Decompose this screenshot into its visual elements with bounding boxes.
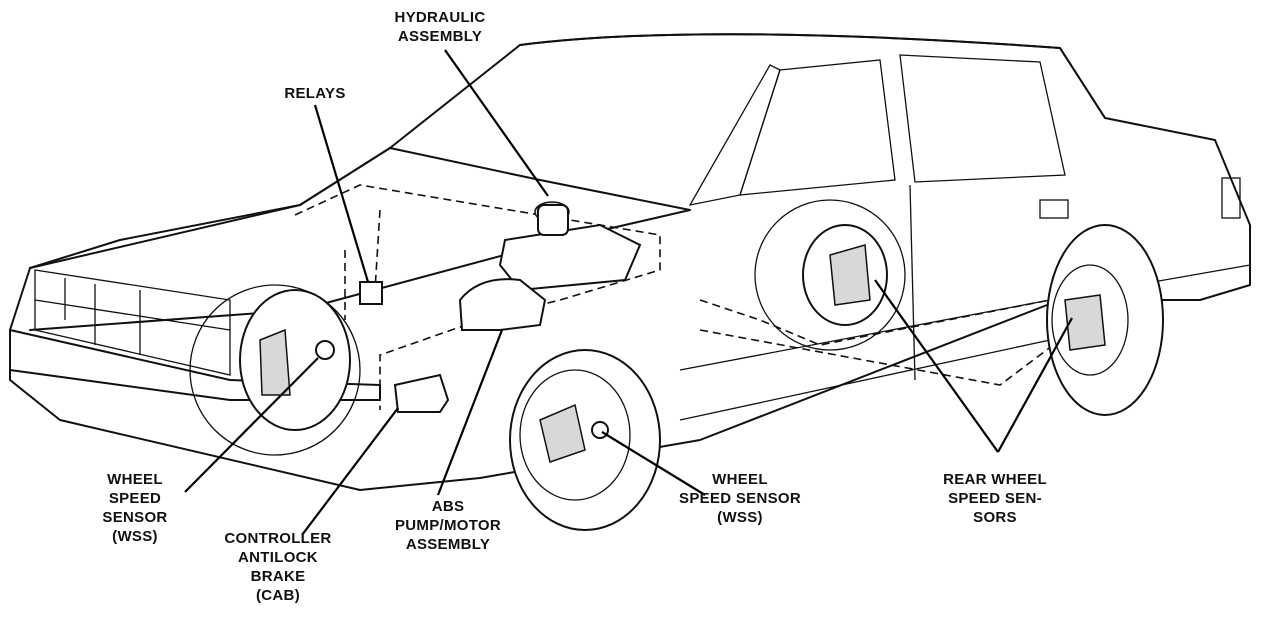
label-wheel-speed-sensor-right: WHEEL SPEED SENSOR (WSS) [660, 470, 820, 527]
door-seam [909, 184, 916, 381]
leader-hydraulic [444, 49, 549, 197]
wiring-harness [294, 184, 1061, 410]
car-roof [519, 33, 1106, 119]
rocker-panel [679, 339, 1051, 421]
relays-part [359, 281, 383, 305]
rear-door-window [899, 54, 1066, 183]
label-line: ABS [431, 498, 465, 515]
label-line: ASSEMBLY [397, 28, 483, 45]
windshield [688, 64, 781, 206]
rear-right-wheel [1046, 224, 1164, 416]
door-handle [1039, 199, 1069, 219]
label-line: PUMP/MOTOR [394, 517, 502, 534]
label-line: (WSS) [717, 509, 763, 526]
label-line: SPEED SEN- [948, 490, 1042, 507]
hydraulic-assembly-part [498, 201, 642, 292]
tail-light [1221, 177, 1241, 219]
label-line: SPEED [108, 490, 162, 507]
rear-left-wheel [754, 199, 906, 351]
label-line: (WSS) [112, 528, 158, 545]
label-line: (CAB) [256, 587, 300, 604]
front-door-window [739, 59, 896, 196]
leader-wss-front-left [184, 357, 319, 493]
label-line: SENSOR [102, 509, 168, 526]
front-right-wheel [509, 349, 661, 531]
label-line: SORS [973, 509, 1017, 526]
side-molding [679, 264, 1251, 371]
label-line: WHEEL [107, 471, 163, 488]
label-line: RELAYS [284, 85, 346, 102]
leader-wss-front-right [601, 431, 706, 496]
label-line: REAR WHEEL [943, 471, 1047, 488]
label-abs-pump-motor: ABS PUMP/MOTOR ASSEMBLY [378, 497, 518, 554]
label-line: WHEEL [712, 471, 768, 488]
label-line: ASSEMBLY [405, 536, 491, 553]
controller-part [393, 373, 450, 413]
grille [34, 269, 231, 376]
leader-abs-pump [436, 329, 504, 496]
label-line: HYDRAULIC [394, 9, 486, 26]
label-controller-antilock-brake: CONTROLLER ANTILOCK BRAKE (CAB) [213, 529, 343, 605]
label-line: CONTROLLER [224, 530, 332, 547]
leader-relays [313, 104, 370, 283]
abs-pump-motor-part [458, 278, 547, 331]
label-line: SPEED SENSOR [679, 490, 801, 507]
leader-controller [301, 407, 399, 536]
front-left-wheel [189, 284, 361, 456]
leader-rear-a [874, 279, 999, 453]
leader-rear-b [997, 317, 1073, 453]
label-relays: RELAYS [265, 84, 365, 103]
label-line: ANTILOCK [238, 549, 318, 566]
hood [29, 147, 691, 331]
label-line: BRAKE [250, 568, 306, 585]
label-hydraulic-assembly: HYDRAULIC ASSEMBLY [370, 8, 510, 46]
label-wheel-speed-sensor-left: WHEEL SPEED SENSOR (WSS) [80, 470, 190, 546]
label-rear-wheel-speed-sensors: REAR WHEEL SPEED SEN- SORS [920, 470, 1070, 527]
